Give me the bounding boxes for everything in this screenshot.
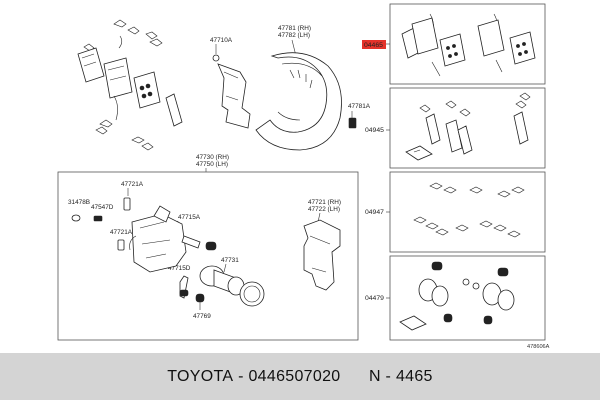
- kit-pads-illustration: [401, 13, 536, 77]
- label-47750: 47750 (LH): [196, 161, 228, 168]
- ref-code: 478606A: [527, 344, 550, 350]
- label-47721A-top: 47721A: [121, 181, 144, 188]
- kit-seals-illustration: [399, 261, 515, 331]
- footer-ref-number: 4465: [395, 367, 433, 385]
- label-47730: 47730 (RH): [196, 154, 229, 161]
- label-47710A: 47710A: [210, 37, 233, 44]
- label-47769: 47769: [193, 313, 211, 320]
- label-47731: 47731: [221, 257, 239, 264]
- footer-brand: TOYOTA: [167, 367, 234, 385]
- label-47782: 47782 (LH): [278, 32, 310, 39]
- label-47715A: 47715A: [178, 214, 201, 221]
- footer-ref-prefix: N -: [368, 367, 396, 385]
- footer-gap: [340, 368, 368, 386]
- kit-box-04947: [389, 171, 546, 253]
- kit-shims-illustration: [405, 92, 531, 161]
- footer-separator: -: [233, 367, 249, 385]
- brake-diagram: 47710A 47781 (RH) 47782 (LH) 47781A 0446…: [57, 3, 550, 350]
- label-47781A: 47781A: [348, 103, 371, 110]
- label-47781: 47781 (RH): [278, 25, 311, 32]
- pad-set-illustration: [77, 19, 183, 151]
- caliper-illustration: 47721A 31478B 47547D 47715A 47721A 47731…: [68, 181, 265, 320]
- label-47721: 47721 (RH): [308, 199, 341, 206]
- callout-04465[interactable]: 04465: [364, 42, 383, 49]
- anchor-and-shield: 47710A 47781 (RH) 47782 (LH) 47781A: [210, 25, 371, 151]
- label-47721A-mid: 47721A: [110, 229, 133, 236]
- callout-04945[interactable]: 04945: [365, 127, 384, 134]
- label-47715D: 47715D: [168, 265, 191, 272]
- support-bracket-illustration: [303, 219, 341, 291]
- callout-04479[interactable]: 04479: [365, 295, 384, 302]
- kit-clips-illustration: [413, 182, 525, 238]
- footer-bar: TOYOTA - 0446507020 N - 4465: [0, 353, 600, 400]
- footer-part-number[interactable]: 0446507020: [248, 367, 341, 385]
- label-31478B: 31478B: [68, 199, 90, 206]
- highlight-04465: [362, 40, 386, 49]
- label-47722: 47722 (LH): [308, 206, 340, 213]
- callout-04947[interactable]: 04947: [365, 209, 384, 216]
- label-47547D: 47547D: [91, 204, 114, 211]
